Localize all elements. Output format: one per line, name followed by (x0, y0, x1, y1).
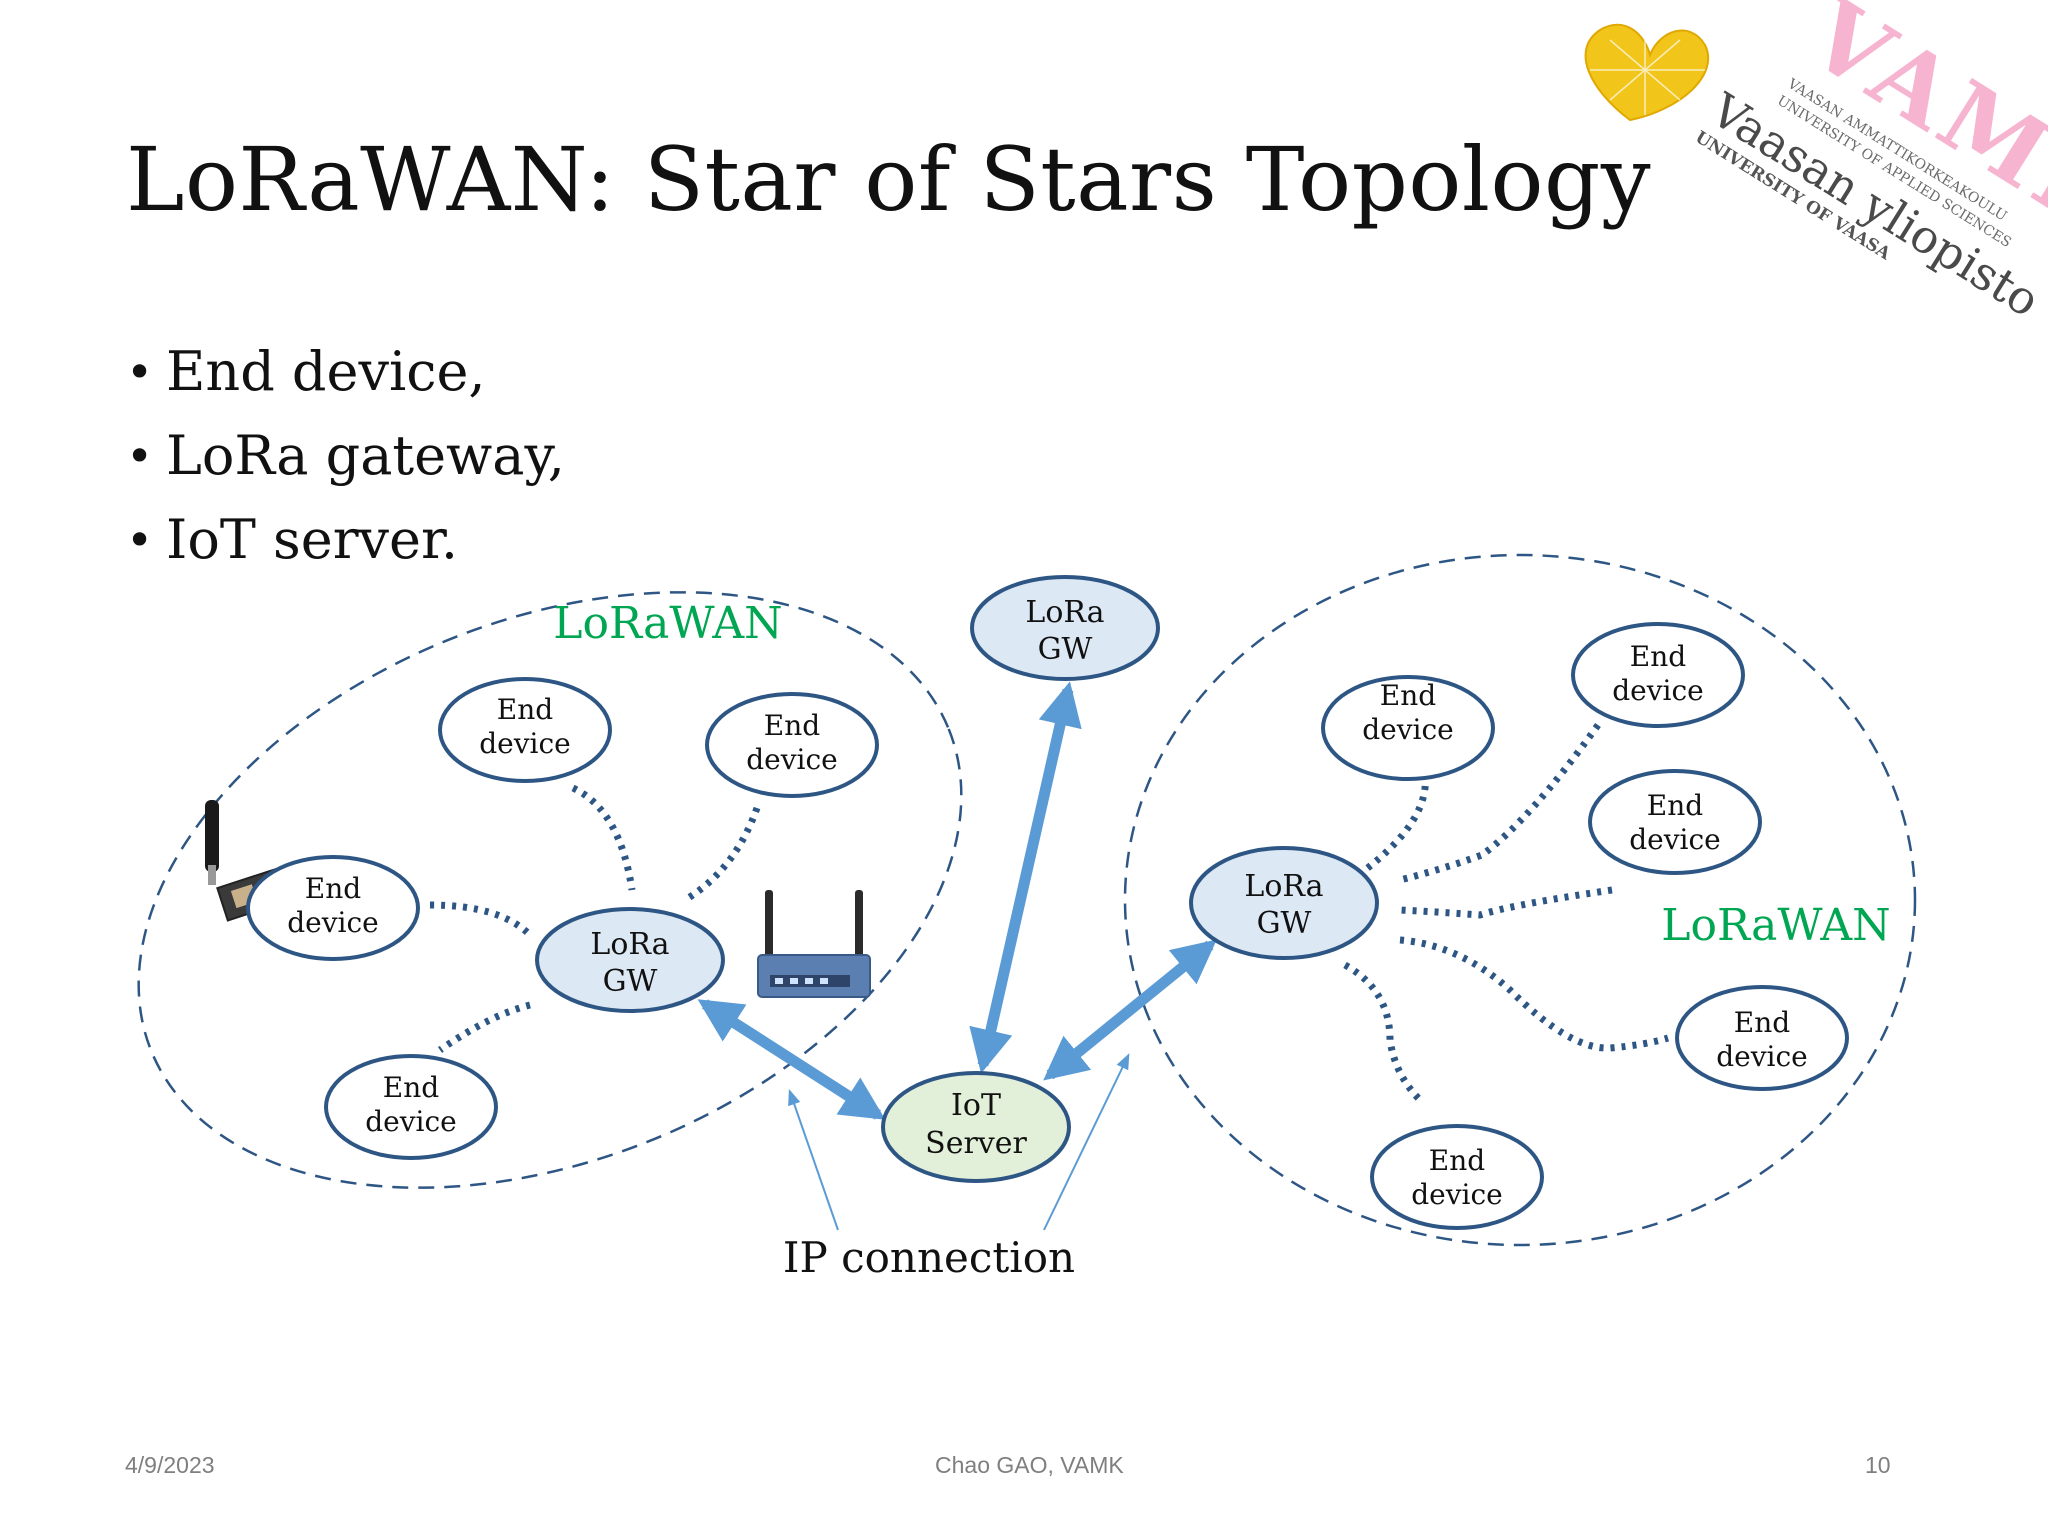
end-device-label-line2: device (1612, 674, 1704, 707)
right-network-label: LoRaWAN (1661, 900, 1890, 951)
ip-link-right-gw (1043, 939, 1217, 1081)
ip-pointer-line (1043, 1053, 1130, 1231)
ip-link-top-gw (969, 681, 1082, 1074)
bullet-dot-icon: • (126, 513, 154, 567)
ip-backbone-links (697, 681, 1217, 1120)
gateway-label-line2: GW (1257, 906, 1312, 941)
end-device-node: End device (1321, 675, 1495, 781)
end-device-label-line2: device (365, 1105, 457, 1138)
wireless-link (683, 806, 761, 904)
server-label-line1: IoT (951, 1088, 1001, 1123)
ip-connection-pointers (788, 1053, 1130, 1231)
left-wireless-links (429, 784, 761, 1053)
right-network-boundary (1123, 553, 1917, 1247)
wireless-link (1399, 722, 1601, 884)
end-device-label-line1: End (305, 872, 361, 905)
wireless-link (1399, 936, 1670, 1052)
end-device-label-line1: End (497, 693, 553, 726)
end-device-label-line2: device (1411, 1178, 1503, 1211)
end-device-label-line1: End (383, 1071, 439, 1104)
gateway-label-line1: LoRa (1025, 595, 1104, 630)
gateway-node: LoRa GW (970, 575, 1160, 681)
end-device-label-line1: End (764, 709, 820, 742)
gateway-label-line1: LoRa (1244, 869, 1323, 904)
slide-title: LoRaWAN: Star of Stars Topology (126, 128, 1652, 231)
end-device-label-line1: End (1647, 789, 1703, 822)
gateway-node: LoRa GW (535, 907, 725, 1013)
bullet-item: •End device, (126, 330, 565, 414)
ip-link-left-gw (697, 999, 886, 1120)
server-label-line2: Server (925, 1126, 1027, 1161)
end-device-node: End device (1588, 769, 1762, 875)
bullet-item: •IoT server. (126, 498, 565, 582)
end-device-label-line1: End (1429, 1144, 1485, 1177)
left-network-boundary (137, 591, 963, 1189)
wireless-link (1399, 886, 1613, 919)
bullet-list: •End device, •LoRa gateway, •IoT server. (126, 330, 565, 582)
wireless-link (571, 784, 636, 891)
footer-date: 4/9/2023 (125, 1452, 215, 1478)
end-device-label-line1: End (1630, 640, 1686, 673)
end-device-label-line2: device (1629, 823, 1721, 856)
ip-pointer-line (788, 1088, 839, 1231)
heart-emblem-icon (1584, 23, 1710, 122)
left-network-label: LoRaWAN (553, 598, 782, 649)
end-device-node: End device (324, 1054, 498, 1160)
footer-author: Chao GAO, VAMK (935, 1452, 1124, 1478)
gateway-label-line1: LoRa (590, 927, 669, 962)
ip-connection-label: IP connection (783, 1233, 1075, 1282)
end-device-label-line2: device (746, 743, 838, 776)
gateway-router-icon (757, 890, 871, 998)
wireless-link (1362, 774, 1429, 873)
end-device-node: End device (246, 855, 420, 961)
right-wireless-links (1343, 722, 1670, 1103)
end-device-node: End device (705, 692, 879, 798)
end-device-label-line2: device (479, 727, 571, 760)
bullet-text: IoT server. (166, 508, 459, 571)
end-device-node: End device (1571, 622, 1745, 728)
end-device-node: End device (438, 677, 612, 783)
iot-server-node: IoT Server (881, 1071, 1071, 1183)
bullet-item: •LoRa gateway, (126, 414, 565, 498)
university-logo: VAMK VAASAN AMMATTIKORKEAKOULU UNIVERSIT… (1584, 0, 2048, 328)
wireless-link (1343, 961, 1423, 1103)
bullet-dot-icon: • (126, 429, 154, 483)
gateway-node: LoRa GW (1189, 846, 1379, 960)
bullet-text: LoRa gateway, (166, 424, 565, 487)
end-device-label-line1: End (1380, 679, 1436, 712)
end-device-node: End device (1370, 1124, 1544, 1230)
gateway-label-line2: GW (1038, 632, 1093, 667)
bullet-dot-icon: • (126, 345, 154, 399)
end-device-label-line1: End (1734, 1006, 1790, 1039)
footer-page-number: 10 (1865, 1452, 1891, 1478)
gateway-label-line2: GW (603, 964, 658, 999)
wireless-link (437, 1001, 531, 1053)
bullet-text: End device, (166, 340, 486, 403)
end-device-node: End device (1675, 985, 1849, 1091)
end-device-label-line2: device (287, 906, 379, 939)
end-device-label-line2: device (1362, 713, 1454, 746)
wireless-link (429, 901, 533, 938)
end-device-label-line2: device (1716, 1040, 1808, 1073)
